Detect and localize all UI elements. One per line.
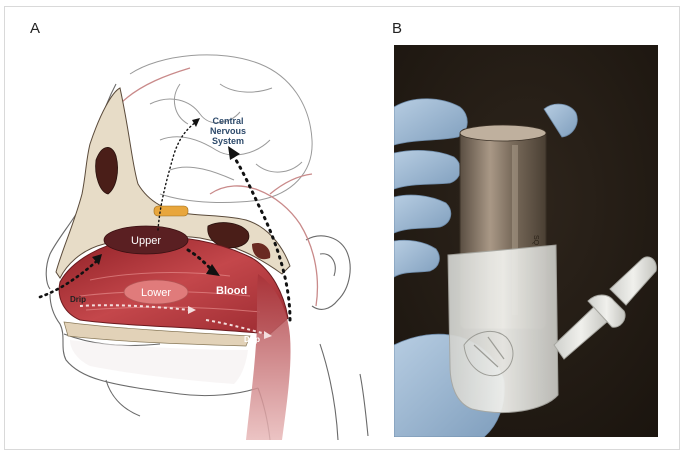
device-housing: [448, 245, 558, 413]
cns-label-line2: Nervous: [210, 126, 246, 136]
panel-a-nasal-illustration: Upper Lower Central Nervous: [20, 44, 380, 440]
olfactory-region: [154, 206, 188, 216]
lower-label: Lower: [141, 287, 171, 299]
oral-cavity: [70, 340, 248, 384]
panel-label-b: B: [392, 20, 402, 37]
drip-back-label: Drip: [244, 335, 260, 344]
canister-text: SQ: [532, 235, 539, 246]
panel-label-a: A: [30, 20, 40, 37]
cns-label-line1: Central: [212, 116, 243, 126]
panel-b-device-photo: SQ: [394, 45, 658, 437]
cns-label-line3: System: [212, 136, 244, 146]
drip-front-label: Drip: [70, 295, 86, 304]
cns-label: Central Nervous System: [210, 116, 246, 146]
upper-label: Upper: [131, 235, 161, 247]
blood-label: Blood: [216, 285, 247, 297]
